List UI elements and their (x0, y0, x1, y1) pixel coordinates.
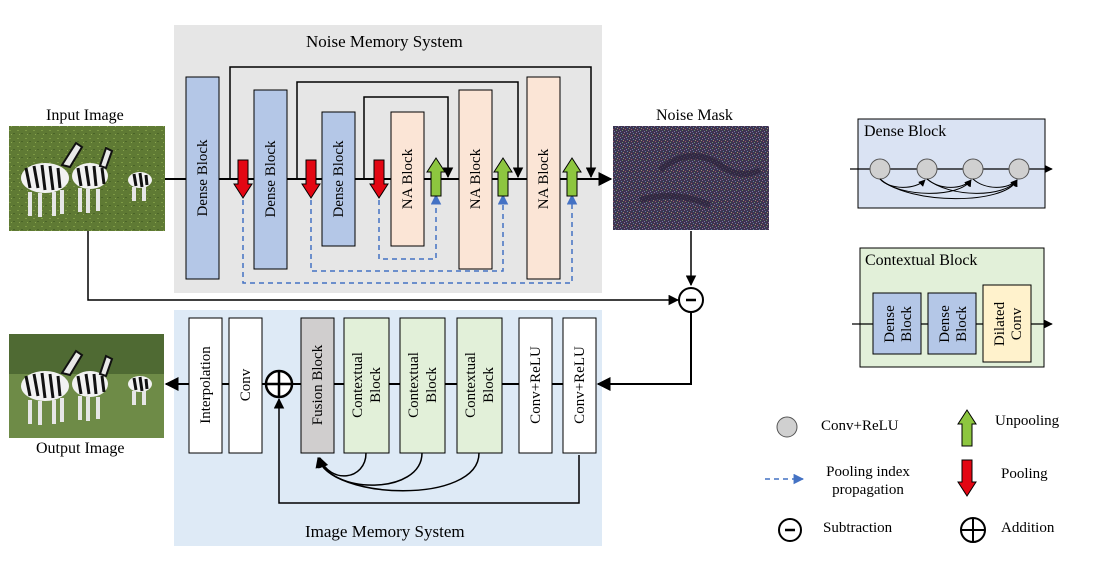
noise-block-5: NA Block (458, 89, 493, 270)
image-block-conv-label: Conv (238, 368, 254, 401)
image-block-interpolation-label: Interpolation (198, 346, 214, 424)
unpooling-arrow-3 (562, 157, 582, 197)
dense-block-detail (850, 118, 1053, 209)
legend-pooling-index-text: Pooling index propagation (826, 464, 910, 498)
ctx-dense-block-2-label: DenseBlock (937, 305, 970, 343)
image-block-conv: Conv (228, 317, 263, 454)
noise-block-3-label: Dense Block (331, 140, 347, 218)
image-block-fusion: Fusion Block (300, 317, 335, 454)
unpooling-arrow-2 (493, 157, 513, 197)
image-block-conv-relu-2: Conv+ReLU (562, 317, 597, 454)
legend-conv-relu-label: Conv+ReLU (821, 418, 899, 434)
noise-block-4-label: NA Block (400, 148, 416, 209)
image-block-conv-relu-1-label: Conv+ReLU (528, 346, 544, 424)
legend-addition-label: Addition (1001, 520, 1055, 536)
legend-subtraction-label: Subtraction (823, 520, 893, 536)
input-image-label: Input Image (46, 107, 124, 124)
noise-mask-label: Noise Mask (656, 107, 733, 124)
noise-mask-image (613, 126, 769, 230)
legend-pooling-label: Pooling (1001, 466, 1048, 482)
legend-conv-relu-icon (776, 416, 798, 438)
image-block-conv-relu-2-label: Conv+ReLU (572, 346, 588, 424)
zebra-illustration (21, 141, 152, 217)
image-memory-system-title: Image Memory System (305, 522, 465, 541)
dense-node-3 (962, 158, 984, 180)
legend-unpooling-label: Unpooling (995, 413, 1060, 429)
contextual-block-detail-title: Contextual Block (865, 252, 978, 269)
input-to-subtraction-line (87, 231, 680, 306)
noise-block-4: NA Block (390, 111, 425, 247)
legend-pooling-icon (957, 459, 977, 497)
noise-block-6: NA Block (526, 76, 561, 280)
addition-node (264, 369, 294, 399)
noise-block-2: Dense Block (253, 89, 288, 270)
image-block-fusion-label: Fusion Block (310, 344, 326, 425)
noise-block-3: Dense Block (321, 111, 356, 247)
pooling-index-path-1 (242, 193, 578, 284)
ctx-dilated-conv-label: DilatedConv (992, 301, 1025, 346)
pooling-index-path-2 (310, 193, 509, 272)
dense-node-1 (869, 158, 891, 180)
fusion-curves (315, 452, 480, 492)
skip-connection-3 (363, 96, 454, 179)
ctx-dense-block-2 (927, 292, 977, 355)
pooling-index-path-3 (378, 193, 442, 260)
noise-block-1-label: Dense Block (195, 139, 211, 217)
image-skip-connection (273, 397, 580, 504)
subtraction-node (678, 287, 704, 313)
pooling-arrow-3 (369, 159, 389, 199)
dense-node-4 (1008, 158, 1030, 180)
dense-node-2 (916, 158, 938, 180)
dense-block-detail-title: Dense Block (864, 123, 947, 140)
legend-unpooling-icon (957, 409, 977, 447)
legend-pooling-index-label: Pooling index propagation (818, 463, 918, 499)
pooling-arrow-2 (301, 159, 321, 199)
noise-block-2-label: Dense Block (263, 140, 279, 218)
ctx-dense-block-1 (872, 292, 922, 355)
contextual-block-detail: DenseBlock DenseBlock DilatedConv (852, 247, 1053, 368)
subtraction-to-image-system-line (596, 312, 692, 391)
skip-connection-2 (296, 81, 524, 179)
output-image-label: Output Image (36, 440, 125, 457)
skip-connection-1 (229, 66, 597, 179)
image-block-interpolation: Interpolation (188, 317, 223, 454)
pooling-arrow-1 (233, 159, 253, 199)
noise-block-1: Dense Block (185, 76, 220, 280)
image-block-conv-relu-1: Conv+ReLU (518, 317, 553, 454)
noise-block-6-label: NA Block (536, 148, 552, 209)
legend-subtraction-icon (778, 518, 802, 542)
legend-addition-icon (960, 517, 986, 543)
unpooling-arrow-1 (426, 157, 446, 197)
ctx-dense-block-1-label: DenseBlock (882, 305, 915, 343)
noise-block-5-label: NA Block (468, 148, 484, 209)
ctx-dilated-conv (982, 284, 1032, 363)
noise-memory-system-title: Noise Memory System (306, 32, 463, 51)
output-image (9, 334, 164, 438)
input-image (9, 126, 165, 231)
